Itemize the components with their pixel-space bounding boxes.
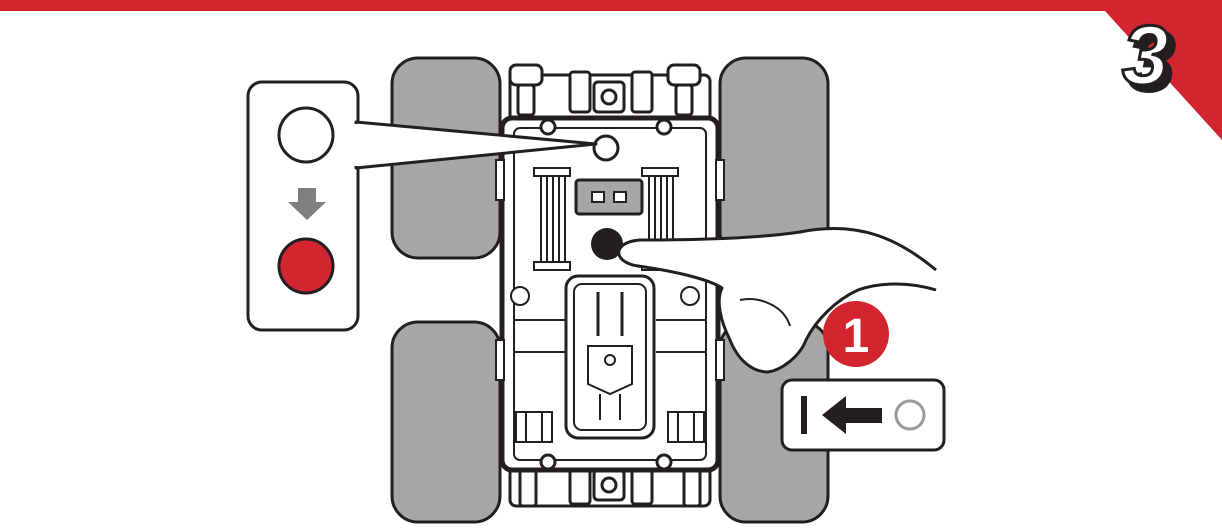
arrow-down-icon <box>288 188 326 220</box>
led-on-indicator <box>277 237 335 295</box>
led-state-callout <box>246 80 598 332</box>
power-on-bar-icon <box>801 396 807 434</box>
step-number: 3 <box>1122 8 1169 102</box>
led-off-indicator <box>277 106 335 164</box>
wheel-top-right <box>718 56 830 260</box>
screw-top-right <box>655 118 673 136</box>
bottom-clips <box>515 411 705 443</box>
header-rule <box>0 0 1105 11</box>
power-button[interactable] <box>591 228 623 260</box>
charging-port <box>574 178 644 216</box>
screw-top-left <box>539 118 557 136</box>
step-marker-number: 1 <box>843 310 870 363</box>
front-bumper <box>508 63 712 125</box>
arrow-left-icon <box>822 396 882 434</box>
step-number-shadow: 3 <box>1128 14 1175 108</box>
screw-bottom-left <box>539 453 557 471</box>
step-marker: 1 <box>823 301 889 367</box>
battery-cover <box>564 274 656 440</box>
wheel-bottom-left <box>390 320 502 524</box>
rear-bumper <box>508 460 712 508</box>
wheels <box>390 56 830 524</box>
pressing-hand <box>617 227 937 374</box>
device-status-led <box>592 134 620 162</box>
power-switch-panel <box>780 378 946 452</box>
battery-contact-left <box>533 167 571 271</box>
step-corner-badge <box>1095 0 1222 140</box>
screw-bottom-right <box>655 453 673 471</box>
device-chassis <box>495 115 725 473</box>
power-off-circle-icon <box>894 399 926 431</box>
